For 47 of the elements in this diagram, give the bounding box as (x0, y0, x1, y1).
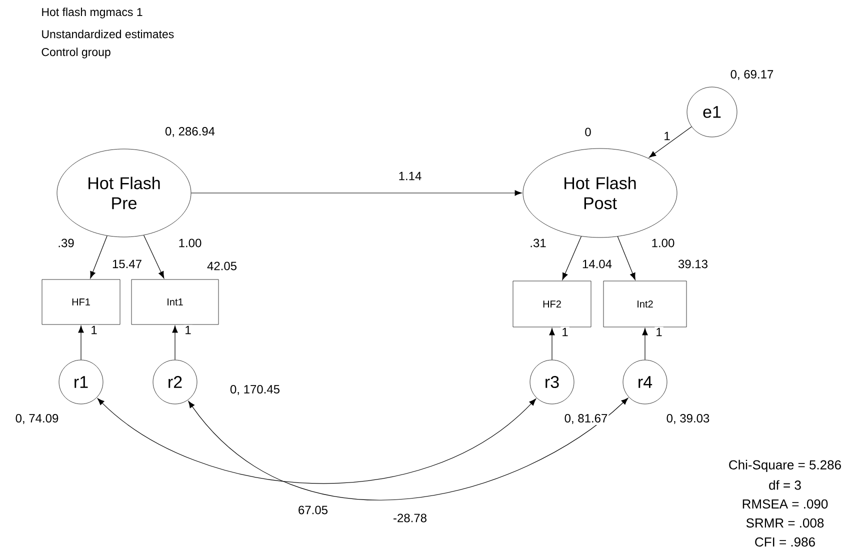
fit-statistic: df = 3 (769, 480, 801, 490)
arrow (190, 190, 522, 196)
arrow (549, 328, 555, 360)
arrow (617, 236, 636, 280)
observed-variable-box: Int1 (131, 279, 219, 325)
covariance-arrow (97, 398, 536, 484)
arrow (562, 236, 582, 280)
arrow (172, 326, 178, 360)
edge-label: -28.78 (392, 512, 428, 524)
edge-label: 1 (184, 324, 192, 336)
estimate-label: 14.04 (580, 258, 614, 270)
fit-statistic: CFI = .986 (755, 537, 815, 547)
estimate-label: 15.47 (111, 258, 144, 270)
arrow (90, 235, 108, 278)
edge-label: .31 (528, 238, 548, 248)
estimate-label: 0 (584, 126, 592, 138)
edge-label: 1 (654, 326, 664, 338)
observed-variable-box: HF1 (42, 279, 120, 325)
covariance-arrow (188, 398, 628, 500)
estimate-label: 39.13 (676, 258, 710, 270)
edge-label: 1.00 (177, 238, 203, 248)
fit-statistic: Chi-Square = 5.286 (729, 460, 841, 472)
estimate-label: 0, 170.45 (228, 384, 282, 396)
edge-label: 1 (90, 324, 98, 336)
edge-label: 1.00 (650, 238, 676, 248)
edge-label: 1 (662, 130, 672, 142)
edge-label: 1 (560, 326, 570, 338)
arrow (642, 328, 648, 360)
heading-text: Control group (42, 48, 110, 58)
fit-statistic: RMSEA = .090 (742, 499, 828, 509)
heading-text: Unstandardized estimates (42, 30, 174, 38)
arrow (78, 326, 84, 360)
estimate-label: 0, 286.94 (164, 126, 216, 138)
estimate-label: 0, 39.03 (665, 413, 711, 425)
arrow (143, 234, 164, 278)
heading-text: Hot flash mgmacs 1 (42, 8, 142, 18)
observed-variable-box: HF2 (512, 280, 592, 328)
edge-label: 67.05 (297, 504, 330, 516)
estimate-label: 0, 69.17 (729, 69, 775, 81)
estimate-label: 0, 81.67 (563, 413, 609, 425)
estimate-label: 0, 74.09 (14, 413, 60, 425)
edge-label: .39 (56, 238, 76, 248)
arrow (648, 126, 692, 158)
observed-variable-box: Int2 (603, 280, 687, 328)
fit-statistic: SRMR = .008 (746, 518, 824, 528)
estimate-label: 42.05 (206, 260, 238, 272)
edge-label: 1.14 (397, 170, 423, 182)
